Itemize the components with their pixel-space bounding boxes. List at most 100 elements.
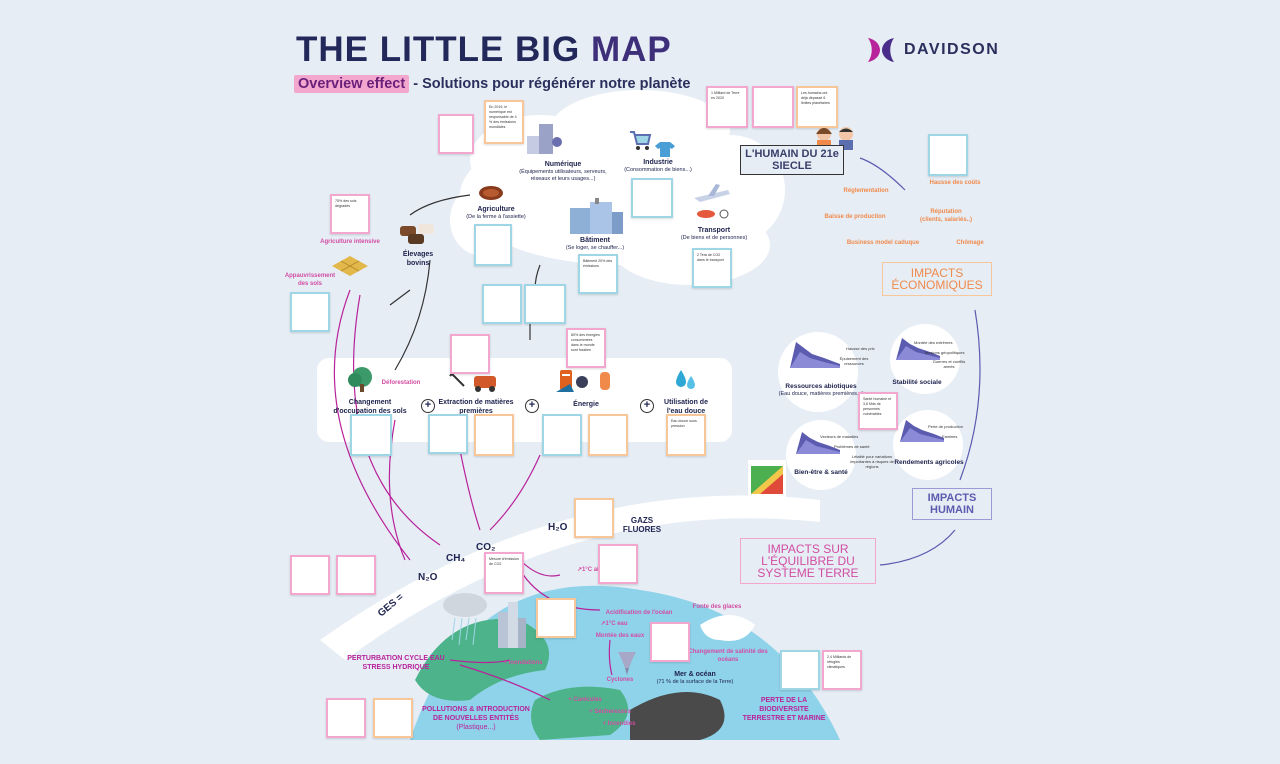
plane-icon: [694, 184, 730, 219]
reputation-sub: (clients, salariés..): [919, 217, 973, 223]
circle-bienetre: [786, 420, 856, 490]
eau-temp-label: ↗1°C eau: [600, 621, 628, 627]
deforestation-label: Déforestation: [381, 380, 421, 386]
info-card: En 2019, le numérique est responsable de…: [484, 100, 524, 144]
mer-ocean: Mer & océan (71 % de la surface de la Te…: [650, 670, 740, 686]
building-icon: [570, 198, 623, 234]
info-card: [650, 622, 690, 662]
circle-rendements: [893, 410, 963, 480]
cows-icon: [400, 224, 434, 244]
sector-batiment: Bâtiment (Se loger, se chauffer...): [560, 236, 630, 252]
impacts-economiques-title: IMPACTS ÉCONOMIQUES: [882, 262, 992, 296]
circle-ressources: [778, 332, 858, 412]
info-card: Les humains ont déjà dépassé 6 limites p…: [796, 86, 838, 128]
info-card: [450, 334, 490, 374]
sector-industrie-name: Industrie: [643, 159, 673, 166]
vecteurs: Vecteurs de maladies: [820, 434, 859, 439]
plus-icon: +: [525, 399, 539, 413]
air-temp-label: ↗1°C air: [576, 567, 602, 573]
montee-eaux-label: Montée des eaux: [595, 633, 645, 639]
perturbation-label: PERTURBATION CYCLE EAU STRESS HYDRIQUE: [347, 655, 445, 671]
sector-batiment-name: Bâtiment: [580, 237, 610, 244]
info-card: [474, 224, 512, 266]
sector-agriculture-desc: (De la ferme à l'assiette): [466, 214, 526, 220]
info-card: Mesure d'émission de CO2: [484, 552, 524, 594]
sector-numerique-desc: (Équipements utilisateurs, serveurs, rés…: [519, 169, 607, 182]
sector-agriculture: Agriculture (De la ferme à l'assiette): [456, 205, 536, 221]
mer-desc: (71 % de la surface de la Terre): [656, 679, 734, 685]
info-card: [428, 414, 468, 454]
sector-numerique-name: Numérique: [544, 161, 582, 168]
sector-numerique: Numérique (Équipements utilisateurs, ser…: [518, 160, 608, 183]
info-card: [536, 598, 576, 638]
bienetre-title: Bien-être & santé: [794, 469, 848, 476]
biodiversite-label: PERTE DE LA BIODIVERSITE TERRESTRE ET MA…: [742, 697, 826, 722]
ice-cap: [700, 615, 755, 641]
mountain-chart-icon: [796, 432, 840, 454]
info-card: [350, 414, 392, 456]
info-card: 2 Tera de CO2 dans le transport: [692, 248, 732, 288]
page-title: THE LITTLE BIG MAP: [296, 30, 672, 70]
elevage-label: Élevages bovins: [402, 251, 434, 267]
problemes: Problèmes de santé: [834, 444, 870, 449]
ressources-sub: (Eau douce, matières premières...): [778, 391, 864, 397]
plus-icon: +: [421, 399, 435, 413]
rendements-title: Rendements agricoles: [894, 459, 964, 466]
pressure-eau: Utilisation de l'eau douce: [664, 399, 708, 415]
sector-industrie-desc: (Consommation de biens...): [624, 167, 692, 173]
stabilite-title: Stabilité sociale: [892, 379, 942, 386]
gas-n2o: N₂O: [418, 572, 438, 583]
ressources-title-text: Ressources abiotiques: [785, 383, 857, 390]
info-card: 80% des énergies consommées dans le mond…: [566, 328, 606, 368]
gas-band: [320, 495, 820, 660]
impacts-humain-title: IMPACTS HUMAIN: [912, 488, 992, 520]
server-icon: [527, 124, 562, 154]
letalite: Létalité pour variations importantes à r…: [850, 454, 894, 469]
sector-transport-name: Transport: [697, 227, 731, 234]
info-card: [336, 555, 376, 595]
page-subtitle: Overview effect - Solutions pour régénér…: [294, 75, 691, 93]
info-card: [631, 178, 673, 218]
subtitle-text: - Solutions pour régénérer notre planète: [409, 76, 691, 92]
heatmap-figure: [748, 460, 786, 498]
title-main: THE LITTLE BIG: [296, 30, 591, 69]
info-card: [326, 698, 366, 738]
info-card: Bâtiment 20% des émissions: [578, 254, 618, 294]
tshirt-icon: [655, 142, 675, 157]
water-drops-icon: [676, 370, 695, 389]
reputation-title: Réputation: [930, 209, 962, 215]
pollutions-title: POLLUTIONS & INTRODUCTION DE NOUVELLES E…: [422, 706, 530, 722]
impacts-systeme-title: IMPACTS SUR L'ÉQUILIBRE DU SYSTEME TERRE: [740, 538, 876, 584]
ressources-title: Ressources abiotiques (Eau douce, matièr…: [776, 382, 866, 398]
mining-icon: [449, 369, 496, 392]
hausse-couts-label: Hausse des coûts: [929, 180, 981, 186]
info-card: 2,4 Milliards de réfugiés climatiques: [822, 650, 862, 690]
chomage-label: Chômage: [956, 240, 984, 246]
secheresses-label: + Sécheresses: [589, 709, 631, 715]
info-card: [373, 698, 413, 738]
tree-icon: [348, 367, 372, 392]
pollutions-sub: (Plastique...): [456, 724, 496, 731]
davidson-logo-icon: [868, 38, 894, 62]
gas-ch4: CH₄: [446, 553, 466, 564]
info-card: Eau douce sous pression: [666, 414, 706, 456]
business-model-label: Business model caduque: [846, 240, 920, 246]
info-card: 1 Milliard de Terre en 2020: [706, 86, 748, 128]
info-card: Santé humaine et 3,6 Mds de personnes vu…: [858, 392, 898, 430]
guerres: Guerres et conflits armés: [932, 359, 966, 369]
land-mass-2: [531, 686, 628, 740]
mountain-chart-icon: [896, 338, 940, 360]
info-card: [598, 544, 638, 584]
meat-icon: [479, 186, 503, 200]
humain-title: L'HUMAIN DU 21e SIECLE: [740, 145, 844, 175]
sector-transport-desc: (De biens et de personnes): [680, 235, 748, 241]
info-card: [542, 414, 582, 456]
title-accent: MAP: [590, 30, 672, 69]
pressure-energie: Énergie: [573, 401, 599, 408]
appauvrissement-label: Appauvrissement des sols: [284, 273, 336, 287]
montee-extremes: Montée des extrêmes: [914, 340, 953, 345]
info-card: [928, 134, 968, 176]
perte-production: Perte de production: [928, 424, 963, 429]
info-card: [290, 555, 330, 595]
